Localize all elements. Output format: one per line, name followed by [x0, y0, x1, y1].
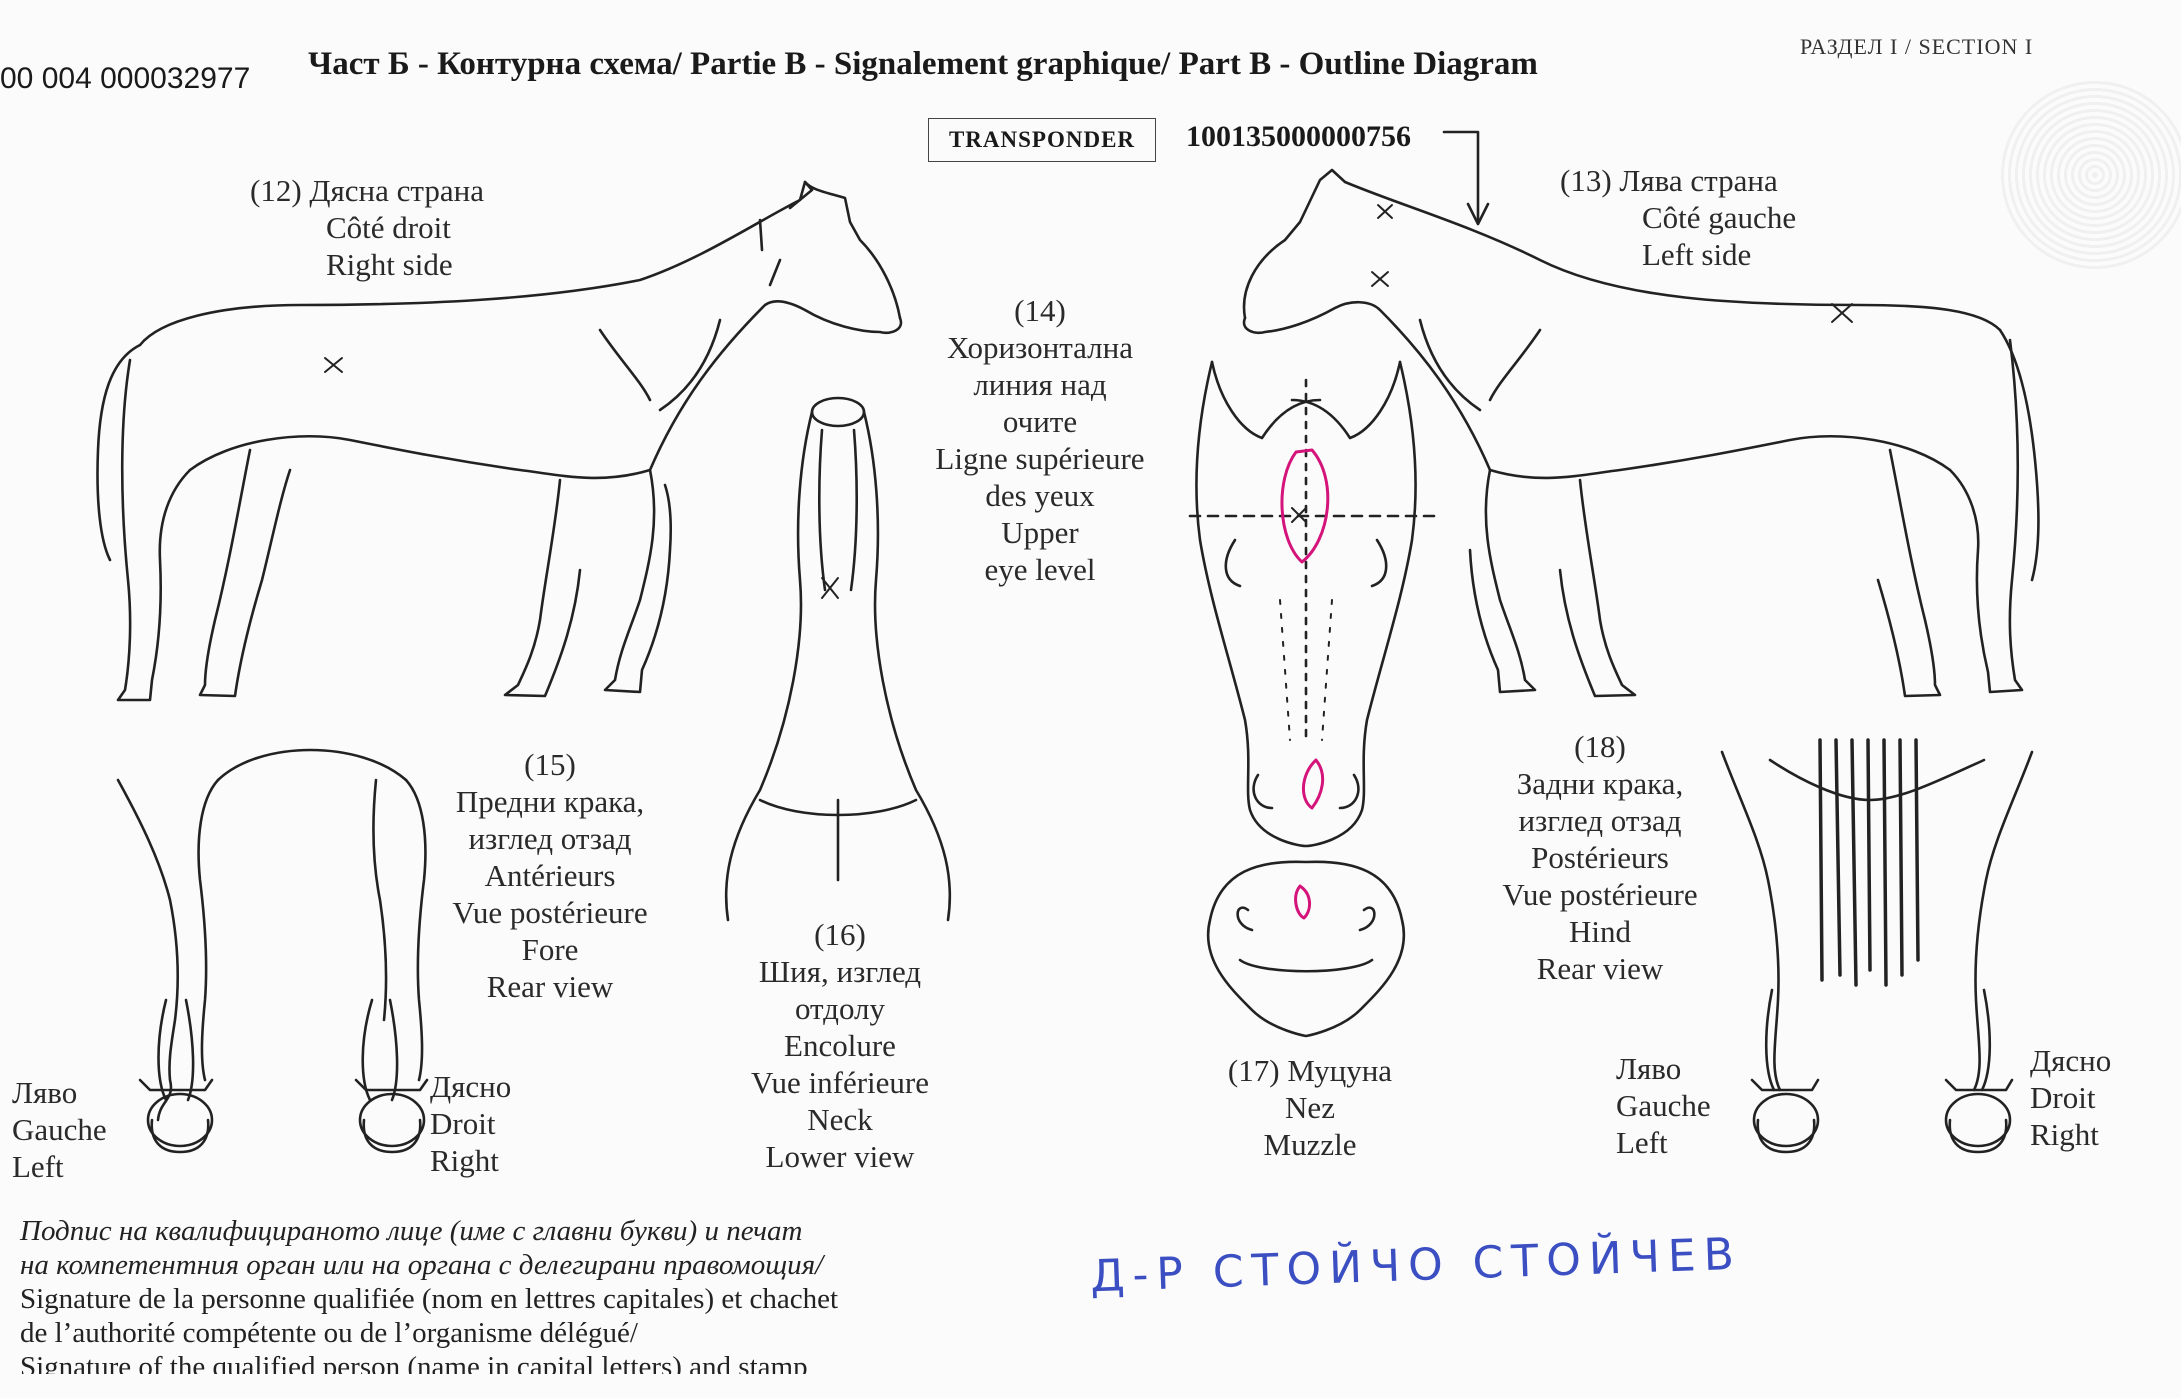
label-muzzle: (17) Муцуна Nez Muzzle — [1180, 1052, 1440, 1163]
label-hind-right: Дясно Droit Right — [2030, 1042, 2111, 1153]
label-hindlegs: (18) Задни крака, изглед отзад Postérieu… — [1480, 728, 1720, 987]
label-left-side: (13) Лява страна Côté gauche Left side — [1560, 162, 1796, 273]
label-eye-level-num: (14) — [1014, 293, 1066, 328]
label-forelegs-num: (15) — [524, 747, 576, 782]
label-eye-level: (14) Хоризонтална линия над очите Ligne … — [920, 292, 1160, 588]
label-hindlegs-en2: Rear view — [1536, 951, 1664, 986]
signature-line-5: Signature of the qualified person (name … — [20, 1351, 808, 1374]
label-right-side-num: (12) Дясна страна — [250, 173, 484, 208]
head-front-view — [1188, 360, 1442, 848]
label-left-side-fr: Côté gauche — [1642, 200, 1797, 235]
document-id: 00 004 000032977 — [0, 62, 251, 95]
label-hindlegs-fr2: Vue postérieure — [1502, 877, 1698, 912]
label-hind-left: Ляво Gauche Left — [1616, 1050, 1711, 1161]
page-title: Част Б - Контурна схема/ Partie B - Sign… — [308, 46, 1538, 82]
label-forelegs-fr2: Vue postérieure — [452, 895, 648, 930]
muzzle-view — [1206, 860, 1406, 1038]
label-eye-level-fr2: des yeux — [985, 478, 1095, 513]
label-fore-left: Ляво Gauche Left — [12, 1074, 107, 1185]
label-hindlegs-bg2: изглед отзад — [1518, 803, 1682, 838]
label-hindlegs-num: (18) — [1574, 729, 1626, 764]
label-fore-right-fr: Droit — [430, 1106, 496, 1141]
label-muzzle-fr: Nez — [1285, 1090, 1335, 1125]
transponder-label: TRANSPONDER — [928, 118, 1156, 162]
label-forelegs-en2: Rear view — [486, 969, 614, 1004]
label-fore-left-en: Left — [12, 1149, 64, 1184]
label-forelegs-en1: Fore — [521, 932, 579, 967]
label-eye-level-bg2: линия над — [973, 367, 1107, 402]
label-muzzle-bg: (17) Муцуна — [1227, 1053, 1393, 1088]
horse-right-side — [96, 180, 903, 702]
label-neck-fr2: Vue inférieure — [750, 1065, 929, 1100]
label-fore-right-en: Right — [430, 1143, 499, 1178]
signature-block: Подпис на квалифицираното лице (име с гл… — [20, 1214, 838, 1374]
signature-line-3: Signature de la personne qualifiée (nom … — [20, 1283, 839, 1315]
forelegs-rear-view — [116, 748, 429, 1154]
signature-line-4: de l’authorité compétente ou de l’organi… — [20, 1317, 638, 1349]
label-hind-right-bg: Дясно — [2030, 1043, 2112, 1078]
label-hindlegs-fr1: Postérieurs — [1531, 840, 1669, 875]
label-neck-en2: Lower view — [765, 1139, 915, 1174]
label-right-side-en: Right side — [326, 247, 453, 282]
section-label: РАЗДЕЛ I / SECTION I — [1800, 34, 2034, 59]
label-eye-level-fr1: Ligne supérieure — [935, 441, 1145, 476]
label-hind-left-en: Left — [1616, 1125, 1668, 1160]
label-forelegs: (15) Предни крака, изглед отзад Antérieu… — [420, 746, 680, 1005]
label-left-side-en: Left side — [1642, 237, 1752, 272]
label-neck-num: (16) — [814, 917, 866, 952]
label-right-side: (12) Дясна страна Côté droit Right side — [250, 172, 484, 283]
label-hind-left-bg: Ляво — [1616, 1051, 1682, 1086]
label-neck-en1: Neck — [807, 1102, 873, 1137]
label-fore-left-bg: Ляво — [12, 1075, 78, 1110]
horse-left-side — [1242, 168, 2040, 698]
transponder-number: 100135000000756 — [1186, 120, 1411, 153]
label-fore-right-bg: Дясно — [430, 1069, 512, 1104]
label-fore-right: Дясно Droit Right — [430, 1068, 511, 1179]
label-neck-fr1: Encolure — [784, 1028, 896, 1063]
label-forelegs-fr1: Antérieurs — [484, 858, 616, 893]
label-eye-level-en1: Upper — [1001, 515, 1079, 550]
label-neck-bg2: отдолу — [794, 991, 886, 1026]
signature-line-2: на компетентния орган или на органа с де… — [20, 1249, 824, 1281]
label-forelegs-bg2: изглед отзад — [468, 821, 632, 856]
label-hind-left-fr: Gauche — [1616, 1088, 1711, 1123]
label-muzzle-en: Muzzle — [1263, 1127, 1357, 1162]
label-right-side-fr: Côté droit — [326, 210, 451, 245]
transponder-arrow — [1442, 130, 1490, 226]
label-eye-level-en2: eye level — [984, 552, 1096, 587]
label-left-side-num: (13) Лява страна — [1560, 163, 1778, 198]
signature-line-1: Подпис на квалифицираното лице (име с гл… — [20, 1215, 803, 1247]
label-neck-bg1: Шия, изглед — [758, 954, 922, 989]
label-hindlegs-bg1: Задни крака, — [1516, 766, 1684, 801]
label-eye-level-bg3: очите — [1002, 404, 1078, 439]
label-forelegs-bg1: Предни крака, — [455, 784, 645, 819]
label-hind-right-fr: Droit — [2030, 1080, 2096, 1115]
label-fore-left-fr: Gauche — [12, 1112, 107, 1147]
guilloche-stamp — [2000, 80, 2181, 270]
hindlegs-rear-view — [1720, 738, 2034, 1154]
label-hindlegs-en1: Hind — [1569, 914, 1631, 949]
label-hind-right-en: Right — [2030, 1117, 2099, 1152]
label-neck: (16) Шия, изглед отдолу Encolure Vue inf… — [720, 916, 960, 1175]
neck-lower-view — [724, 396, 952, 922]
label-eye-level-bg1: Хоризонтална — [947, 330, 1133, 365]
